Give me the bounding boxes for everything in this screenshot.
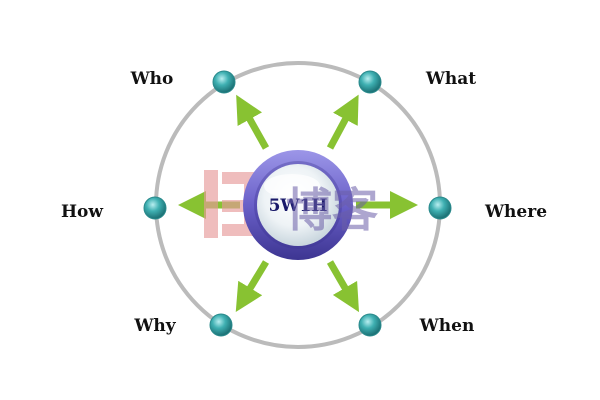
- node-label-what: What: [425, 69, 476, 89]
- node-label-why: Why: [133, 316, 176, 336]
- node-dot-when: [358, 313, 382, 337]
- node-label-when: When: [419, 316, 475, 336]
- node-label-who: Who: [130, 69, 174, 89]
- arrow-why: [235, 260, 269, 312]
- node-label-how: How: [61, 202, 103, 222]
- center-node: 5W1H: [243, 150, 353, 260]
- node-dot-where: [428, 196, 452, 220]
- node-dot-who: [212, 70, 236, 94]
- arrow-who: [236, 94, 270, 150]
- node-label-where: Where: [484, 202, 547, 222]
- arrows: [178, 94, 418, 313]
- node-labels: Who What How Where Why When: [61, 69, 547, 336]
- node-dot-how: [143, 196, 167, 220]
- arrow-when: [326, 260, 360, 313]
- node-dot-why: [209, 313, 233, 337]
- watermark-text: 博客: [286, 183, 378, 237]
- arrow-what: [326, 94, 359, 150]
- center-label: 5W1H: [269, 196, 328, 216]
- node-dots: [143, 70, 452, 337]
- node-dot-what: [358, 70, 382, 94]
